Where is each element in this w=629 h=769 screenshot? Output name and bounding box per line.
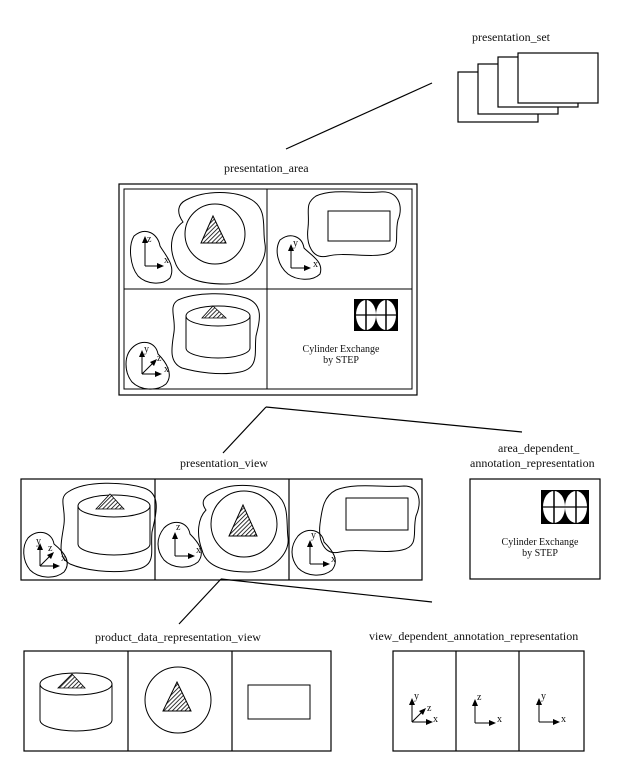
product-data-view-label: product_data_representation_view [95, 630, 261, 644]
product-circle [144, 666, 212, 734]
area-annotation-text-line1: Cylinder Exchange [302, 344, 380, 355]
area-dependent-annotation-emblem [541, 490, 589, 524]
axis-label-z: z [157, 353, 162, 364]
presentation-set-sheets [457, 52, 599, 123]
axis-label-y: y [311, 530, 316, 541]
view-dependent-annotation-frame [392, 650, 585, 752]
area-view-connectors [222, 406, 523, 454]
area-annotation-text-line2: by STEP [323, 355, 359, 366]
axis-label-x: x [561, 714, 566, 725]
axis-label-y: y [36, 536, 41, 547]
axis-label-y: y [293, 238, 298, 249]
view-cell-cylinder [23, 482, 157, 578]
axis-label-y: y [541, 691, 546, 702]
area-annotation-emblem [354, 299, 398, 331]
area-dep-annotation-text-line2: by STEP [522, 548, 558, 559]
area-dependent-annotation-frame [469, 478, 601, 580]
axis-label-z: z [176, 522, 181, 533]
axis-label-x: x [331, 554, 336, 565]
area-cell-rectangle [276, 191, 401, 280]
view-dependent-label: view_dependent_annotation_representation [369, 629, 579, 643]
product-rectangle [247, 684, 311, 720]
view-cell-rectangle [291, 485, 420, 576]
view-dep-axes-3d [409, 698, 433, 725]
axis-label-x: x [164, 255, 169, 266]
area-cell-circle [130, 192, 266, 285]
axis-label-y: y [144, 344, 149, 355]
presentation-area-label: presentation_area [224, 161, 309, 175]
axis-label-x: x [61, 553, 66, 564]
product-cylinder [39, 672, 113, 732]
product-data-view-frame [23, 650, 332, 752]
area-dep-annotation-text-line1: Cylinder Exchange [501, 537, 579, 548]
presentation-set-label: presentation_set [472, 30, 550, 44]
axis-label-x: x [196, 545, 201, 556]
axis-label-y: y [414, 691, 419, 702]
axis-label-x: x [497, 714, 502, 725]
presentation-view-label: presentation_view [180, 456, 268, 470]
presentation-area-frame [118, 183, 418, 396]
axis-label-z: z [477, 692, 482, 703]
presentation-view-frame [20, 478, 423, 581]
axis-label-x: x [164, 364, 169, 375]
view-cell-circle [157, 484, 289, 573]
set-to-area-connector [285, 82, 433, 150]
area-cell-cylinder [125, 293, 260, 390]
axis-label-x: x [433, 714, 438, 725]
view-lower-connectors [178, 578, 433, 625]
view-dep-axes-yx [536, 698, 560, 725]
view-dep-axes-zx [472, 699, 496, 726]
area-dependent-label-line2: annotation_representation [470, 456, 595, 470]
axis-label-x: x [313, 259, 318, 270]
axis-label-z: z [427, 703, 432, 714]
area-dependent-label-line1: area_dependent_ [498, 441, 580, 455]
axis-label-z: z [147, 234, 152, 245]
axis-label-z: z [48, 543, 53, 554]
